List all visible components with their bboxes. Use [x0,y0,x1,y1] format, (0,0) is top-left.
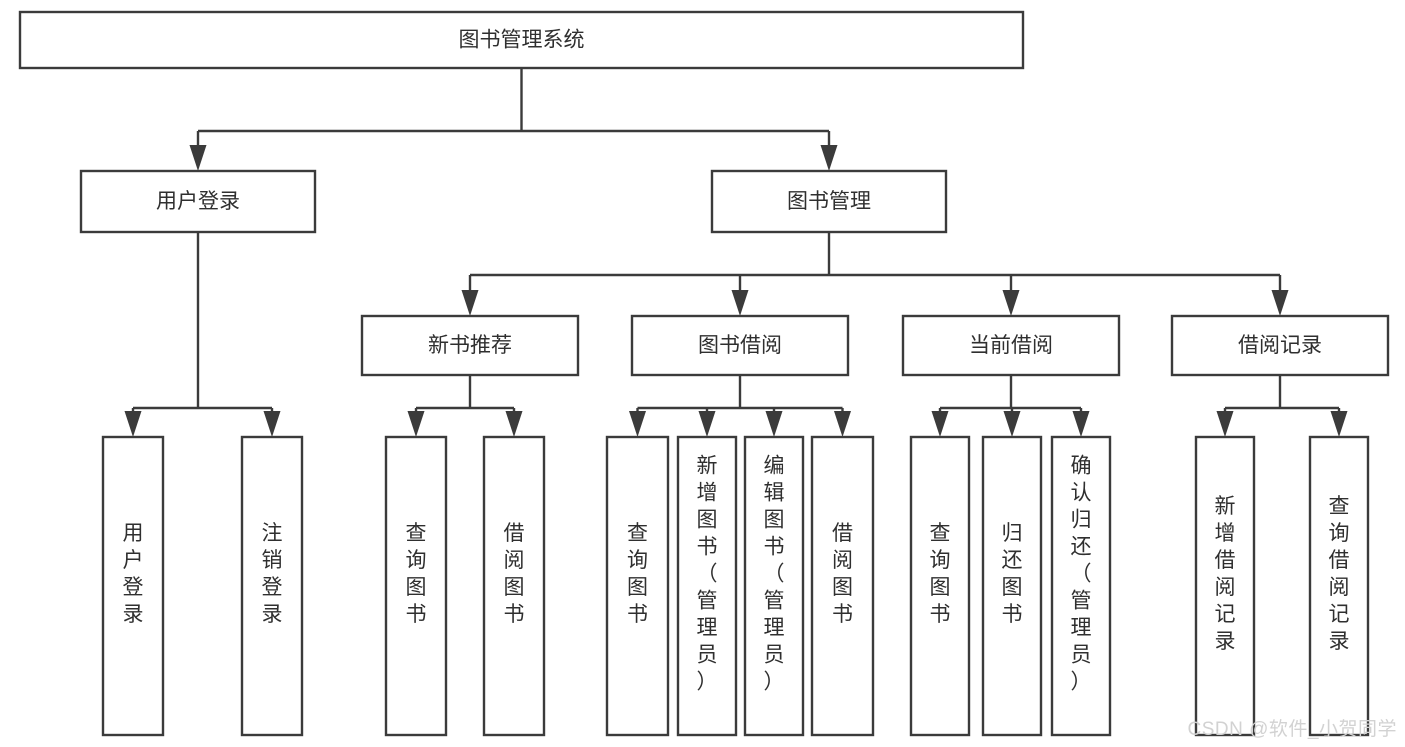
edge-arrowhead [407,411,425,437]
edge-group-current-borrow [931,375,1090,437]
node-leaf-current-return-book[interactable]: 归还图书 [981,435,1043,737]
node-current-borrow[interactable]: 当前借阅 [901,314,1121,377]
edges-layer [124,68,1348,437]
edge-arrowhead [834,411,851,437]
node-label: 借阅图书 [504,522,525,626]
node-leaf-current-confirm-return[interactable]: 确认归还（管理员） [1050,435,1112,737]
node-leaf-borrow-add-book[interactable]: 新增图书（管理员） [676,435,738,737]
node-leaf-borrow-borrow-book[interactable]: 借阅图书 [810,435,875,737]
node-label: 借阅图书 [832,522,853,626]
node-leaf-borrow-query-book[interactable]: 查询图书 [605,435,670,737]
node-leaf-current-query-book[interactable]: 查询图书 [909,435,971,737]
node-root[interactable]: 图书管理系统 [18,10,1025,70]
edge-arrowhead [931,411,949,437]
node-leaf-rec-borrow-book[interactable]: 借阅图书 [482,435,546,737]
edge-arrowhead [698,411,716,437]
node-box[interactable] [810,435,875,737]
edge-arrowhead [1003,411,1021,437]
node-box[interactable] [240,435,304,737]
node-label: 用户登录 [156,190,240,213]
node-box[interactable] [1170,314,1390,377]
node-box[interactable] [360,314,580,377]
node-label: 归还图书 [1002,522,1023,626]
node-box[interactable] [18,10,1025,70]
node-box[interactable] [101,435,165,737]
edge-arrowhead [629,411,646,437]
node-label: 查询图书 [627,522,648,626]
edge-arrowhead [461,290,479,316]
node-label: 借阅记录 [1238,334,1322,357]
edge-group-new-book-rec [407,375,523,437]
node-label: 图书管理系统 [459,29,585,52]
node-box[interactable] [1050,435,1112,737]
edge-arrowhead [1216,411,1234,437]
node-user-login[interactable]: 用户登录 [79,169,317,234]
node-label: 图书管理 [787,190,871,213]
node-box[interactable] [1194,435,1256,737]
edge-arrowhead [189,145,207,171]
node-label: 编辑图书（管理员） [764,455,785,694]
edge-group-borrow-record [1216,375,1348,437]
edge-group-book-manage [461,232,1289,316]
node-book-manage[interactable]: 图书管理 [710,169,948,234]
edge-arrowhead [1271,290,1289,316]
edge-arrowhead [1002,290,1020,316]
node-box[interactable] [605,435,670,737]
node-box[interactable] [384,435,448,737]
node-box[interactable] [981,435,1043,737]
node-label: 查询借阅记录 [1329,495,1350,653]
node-box[interactable] [909,435,971,737]
node-leaf-record-query[interactable]: 查询借阅记录 [1308,435,1370,737]
node-new-book-rec[interactable]: 新书推荐 [360,314,580,377]
node-label: 新增图书（管理员） [697,455,718,694]
node-box[interactable] [482,435,546,737]
node-leaf-record-add[interactable]: 新增借阅记录 [1194,435,1256,737]
node-borrow-record[interactable]: 借阅记录 [1170,314,1390,377]
node-label: 查询图书 [406,522,427,626]
edge-arrowhead [505,411,523,437]
edge-group-user-login [124,232,281,437]
node-box[interactable] [710,169,948,234]
edge-arrowhead [1072,411,1090,437]
node-box[interactable] [743,435,805,737]
node-label: 确认归还（管理员） [1071,455,1092,694]
edge-arrowhead [731,290,749,316]
edge-group-book-borrow [629,375,851,437]
node-book-borrow[interactable]: 图书借阅 [630,314,850,377]
edge-group-root [189,68,838,171]
edge-arrowhead [765,411,783,437]
node-leaf-user-logout[interactable]: 注销登录 [240,435,304,737]
node-label: 图书借阅 [698,334,782,357]
edge-arrowhead [1330,411,1348,437]
edge-arrowhead [820,145,838,171]
edge-arrowhead [124,411,142,437]
node-label: 新书推荐 [428,334,512,357]
node-box[interactable] [79,169,317,234]
node-label: 用户登录 [123,522,144,626]
node-leaf-rec-query-book[interactable]: 查询图书 [384,435,448,737]
nodes-layer: 图书管理系统用户登录图书管理新书推荐图书借阅当前借阅借阅记录用户登录注销登录查询… [18,10,1390,737]
node-box[interactable] [901,314,1121,377]
node-label: 注销登录 [262,522,283,626]
node-box[interactable] [630,314,850,377]
node-label: 当前借阅 [969,334,1053,357]
edge-arrowhead [263,411,281,437]
node-label: 新增借阅记录 [1215,495,1236,653]
node-box[interactable] [1308,435,1370,737]
node-box[interactable] [676,435,738,737]
node-leaf-user-login[interactable]: 用户登录 [101,435,165,737]
node-label: 查询图书 [930,522,951,626]
node-leaf-borrow-edit-book[interactable]: 编辑图书（管理员） [743,435,805,737]
